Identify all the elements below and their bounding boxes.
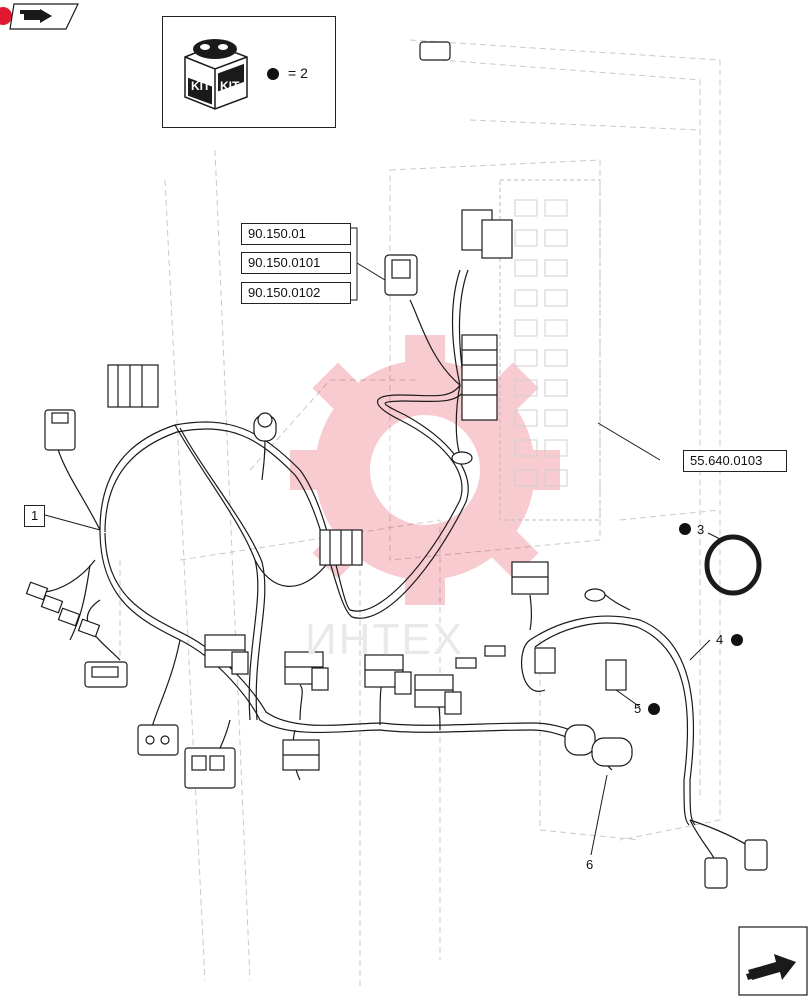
leader-lines [44,227,723,856]
top-connector [419,41,451,61]
connector-c17 [744,839,768,871]
callout-item-4: 4 [716,632,724,647]
callout-item-3: 3 [697,522,705,537]
fuse-relay-board [499,179,601,521]
connector-c18 [384,254,418,296]
connector-c4 [319,529,363,566]
connector-c19 [461,209,513,259]
arrow-back-icon [20,9,52,23]
callout-item-5: 5 [634,701,642,716]
kit-legend-panel: KIT KIT [162,16,336,128]
terminal-t3 [57,607,81,627]
ground-eyelet [451,451,473,465]
ref-link-90-150-01[interactable]: 90.150.01 [241,223,351,245]
connector-c13 [511,561,549,595]
connector-c10 [364,654,412,695]
connector-c2 [44,409,76,451]
connectors [25,41,768,889]
terminal-t6 [484,645,506,657]
kit-dot-icon [267,68,279,80]
round-connector [564,724,633,767]
connector-c6 [137,724,179,756]
connector-c14 [534,647,556,674]
ring-terminal [584,588,606,602]
connector-c7 [184,747,236,789]
terminal-t2 [40,594,64,614]
callout-dot-4 [731,634,743,646]
kit-box-icon: KIT KIT [184,39,248,110]
kit-quantity: = 2 [288,65,308,81]
next-button[interactable] [738,926,808,996]
ref-link-55-640-0103[interactable]: 55.640.0103 [683,450,787,472]
callout-item-6: 6 [586,857,594,872]
ref-link-90-150-0102[interactable]: 90.150.0102 [241,282,351,304]
page-marker-icon [0,7,12,25]
kit-label-left: KIT [191,79,211,93]
connector-c11 [414,674,462,715]
connector-c3 [253,412,277,442]
back-button[interactable] [0,2,80,30]
connector-c16 [704,857,728,889]
terminal-t4 [77,618,101,638]
connector-c1 [107,364,159,408]
terminal-t5 [455,657,477,669]
terminal-t1 [25,581,49,601]
callout-item-1: 1 [24,505,45,527]
connector-c12 [282,739,320,771]
connector-c5 [84,661,128,688]
background-frame [119,39,721,990]
arrow-forward-icon [746,954,796,980]
watermark-text: ИНТЕХ [305,615,464,664]
ref-link-90-150-0101[interactable]: 90.150.0101 [241,252,351,274]
kit-label-right: KIT [220,79,240,93]
callout-dot-3 [679,523,691,535]
connector-c9 [284,651,329,691]
cable-tie [704,534,762,596]
connector-c15 [605,659,627,691]
connector-c8 [204,634,249,675]
connector-c20 [461,334,498,421]
callout-dot-5 [648,703,660,715]
